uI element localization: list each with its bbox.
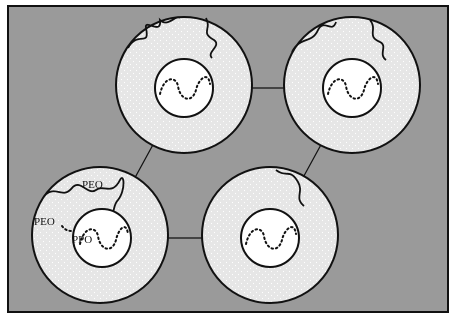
micelle-bottom-right (201, 166, 339, 304)
ppo-core (240, 208, 300, 268)
peo-chain-wavy (43, 177, 125, 219)
micelle-top-right (283, 16, 421, 154)
ppo-core (72, 208, 132, 268)
ppo-chain-dotted (159, 76, 211, 100)
ppo-core (322, 58, 382, 118)
peo-chain-wavy (205, 17, 218, 59)
ppo-core (154, 58, 214, 118)
ppo-chain-dotted (79, 226, 129, 250)
peo-chain-wavy (127, 16, 181, 49)
ppo-chain-dotted (245, 226, 297, 250)
micelle-top-left (115, 16, 253, 154)
ppo-chain-dotted (327, 76, 379, 100)
ppo-label: PPO (72, 234, 93, 246)
micelle-bottom-left (31, 166, 169, 304)
peo-label: PEO (82, 179, 103, 191)
peo-chain-wavy (369, 19, 387, 61)
peo-chain-wavy (275, 169, 305, 207)
peo-chain-wavy (291, 21, 337, 53)
peo-label: PEO (34, 216, 55, 228)
